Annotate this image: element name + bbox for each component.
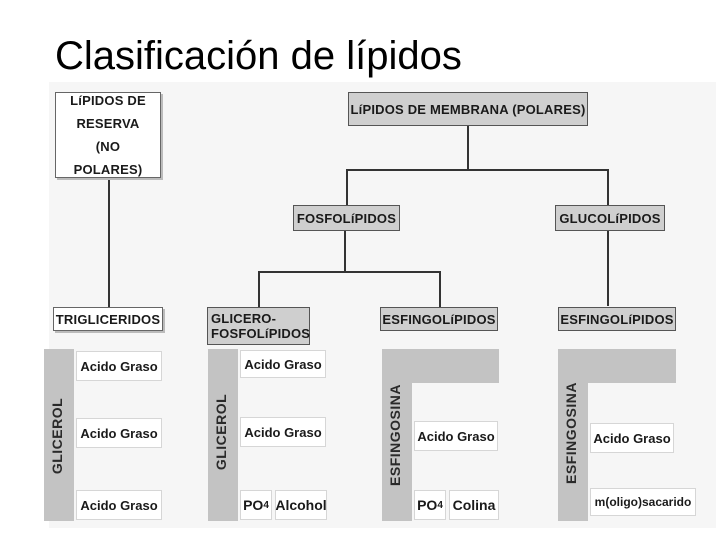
node-lipidos-reserva: LíPIDOS DE RESERVA (NO POLARES) (55, 92, 161, 178)
connector-line (439, 271, 441, 307)
backbone-label: ESFINGOSINA (387, 384, 403, 486)
node-esfingolipidos-gluco: ESFINGOLíPIDOS (558, 307, 676, 331)
fatty-acid-cell: Acido Graso (240, 417, 326, 447)
connector-line (108, 178, 110, 308)
esfingosina-backbone (382, 349, 412, 521)
alcohol-cell: Alcohol (275, 490, 327, 520)
backbone-label: GLICEROL (49, 397, 65, 475)
esfingosina-backbone (558, 349, 588, 521)
fatty-acid-cell: Acido Graso (240, 350, 326, 378)
connector-line (346, 169, 608, 171)
backbone-label: ESFINGOSINA (563, 382, 579, 484)
fatty-acid-cell: Acido Graso (76, 418, 162, 448)
phosphate-label: PO (243, 497, 264, 513)
connector-line (258, 271, 260, 307)
node-esfingolipidos-fosfo: ESFINGOLíPIDOS (380, 307, 498, 331)
fatty-acid-cell: Acido Graso (414, 421, 498, 451)
fatty-acid-cell: Acido Graso (76, 351, 162, 381)
fatty-acid-cell: Acido Graso (590, 423, 674, 453)
node-trigliceridos: TRIGLICERIDOS (53, 307, 163, 331)
phosphate-subscript: 4 (437, 499, 443, 511)
oligosacarido-cell: m(oligo)sacarido (590, 488, 696, 516)
phosphate-subscript: 4 (263, 499, 269, 511)
connector-line (467, 126, 469, 170)
connector-line (346, 169, 348, 205)
connector-line (344, 230, 346, 272)
node-fosfolipidos: FOSFOLíPIDOS (293, 205, 400, 231)
connector-line (607, 230, 609, 306)
phosphate-label: PO (417, 497, 438, 513)
page-title: Clasificación de lípidos (55, 34, 462, 78)
esfingosina-chain (412, 349, 499, 383)
connector-line (258, 271, 440, 273)
connector-line (607, 169, 609, 205)
glicerol-backbone (208, 349, 238, 521)
backbone-label: GLICEROL (213, 393, 229, 471)
node-glucolipidos: GLUCOLíPIDOS (555, 205, 665, 231)
node-glicerofosfolipidos: GLICERO- FOSFOLíPIDOS (207, 307, 310, 345)
glicerol-backbone (44, 349, 74, 521)
fatty-acid-cell: Acido Graso (76, 490, 162, 520)
colina-cell: Colina (449, 490, 499, 520)
esfingosina-chain (588, 349, 676, 383)
node-lipidos-membrana: LíPIDOS DE MEMBRANA (POLARES) (348, 92, 588, 126)
